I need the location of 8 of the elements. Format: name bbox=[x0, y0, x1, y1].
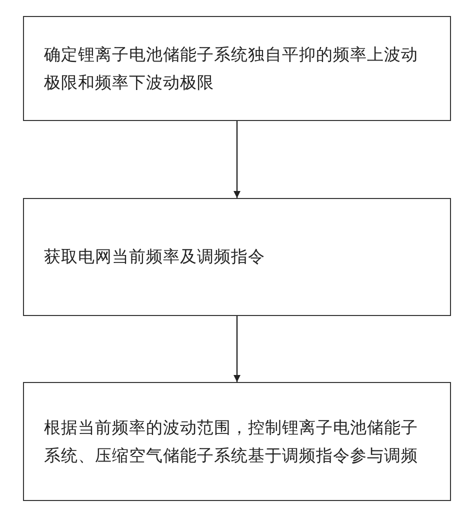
arrow bbox=[234, 316, 240, 382]
process-box bbox=[23, 382, 451, 501]
arrow bbox=[234, 121, 240, 198]
process-box bbox=[23, 16, 451, 121]
process-box bbox=[23, 198, 451, 316]
step-text: 确定锂离子电池储能子系统独自平抑的频率上波动极限和频率下波动极限 bbox=[44, 44, 419, 94]
step-text: 获取电网当前频率及调频指令 bbox=[44, 246, 265, 268]
step-text: 根据当前频率的波动范围，控制锂离子电池储能子系统、压缩空气储能子系统基于调频指令参与调频 bbox=[44, 416, 419, 466]
